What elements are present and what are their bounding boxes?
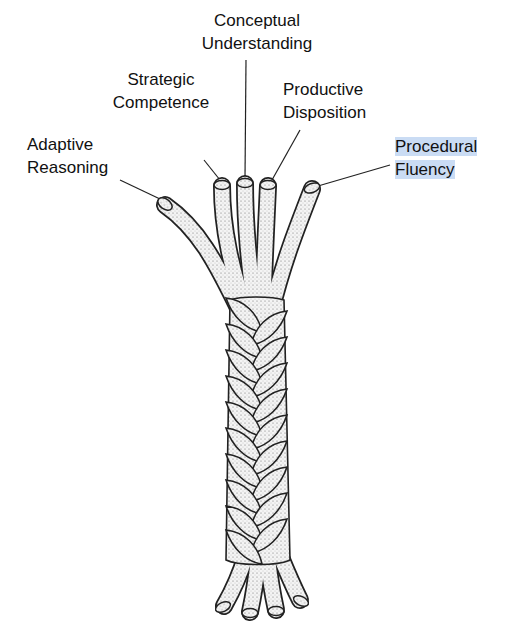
strand-label: Strategic Competence [100, 68, 222, 114]
braid-body [226, 297, 290, 565]
label-text: Productive Disposition [283, 80, 366, 122]
strand-label: Adaptive Reasoning [27, 133, 127, 179]
strand-label: Productive Disposition [283, 78, 388, 124]
label-text: Strategic Competence [113, 70, 209, 112]
label-text: Conceptual Understanding [202, 11, 313, 53]
label-text: Adaptive Reasoning [27, 135, 108, 177]
braid-twists [226, 298, 287, 564]
strand-ends [156, 179, 321, 618]
strand-label: Conceptual Understanding [182, 9, 332, 55]
strand-label: Procedural Fluency [395, 135, 495, 181]
rope-strands [165, 184, 312, 612]
label-text: Procedural Fluency [395, 137, 477, 179]
